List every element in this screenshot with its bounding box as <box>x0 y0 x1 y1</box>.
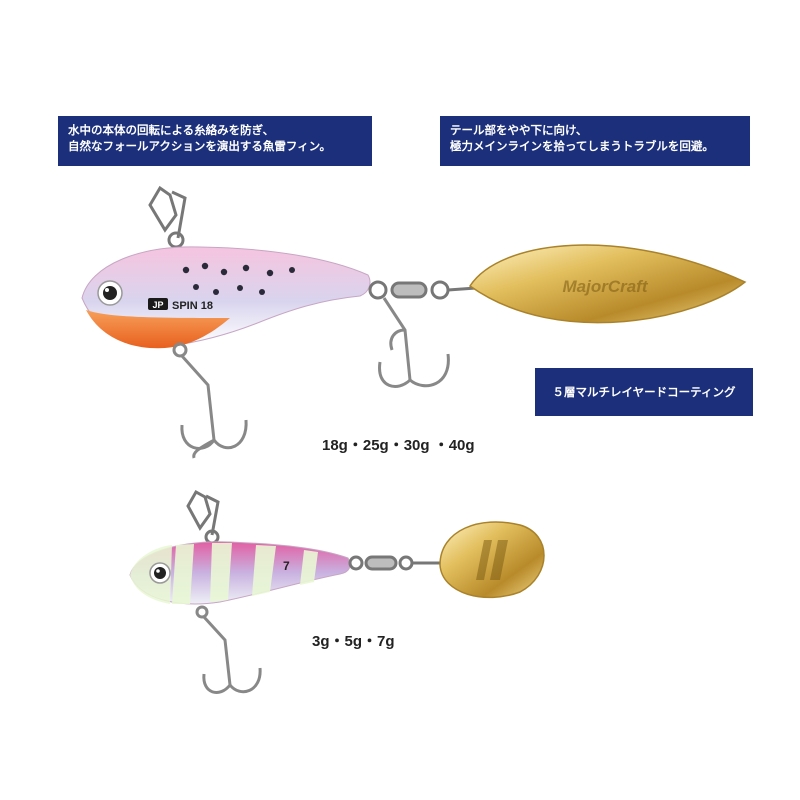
blade-brand: MajorCraft <box>562 277 648 296</box>
callout-tail: テール部をやや下に向け、 極力メインラインを拾ってしまうトラブルを回避。 <box>440 116 750 166</box>
lure-belly <box>86 310 230 349</box>
swivel-icon <box>368 280 477 300</box>
swivel-icon <box>348 555 442 571</box>
callout-fin-line2: 自然なフォールアクションを演出する魚雷フィン。 <box>68 139 332 153</box>
callout-tail-line1: テール部をやや下に向け、 <box>450 123 588 137</box>
lure-small: 7 <box>129 489 545 694</box>
weights-large: 18g・25g・30g ・40g <box>322 437 475 454</box>
eye-icon <box>149 562 171 584</box>
body-tag: JP <box>152 300 163 310</box>
treble-hook-icon <box>172 342 248 459</box>
body-spots <box>182 262 295 295</box>
body-number: 7 <box>283 559 290 573</box>
willow-blade <box>468 244 747 324</box>
callout-fin: 水中の本体の回転による糸絡みを防ぎ、 自然なフォールアクションを演出する魚雷フィ… <box>58 116 372 166</box>
callout-tail-line2: 極力メインラインを拾ってしまうトラブルを回避。 <box>450 139 714 153</box>
treble-hook-icon <box>195 605 262 694</box>
callout-coating-text: ５層マルチレイヤードコーティング <box>552 385 736 399</box>
snap-icon <box>186 489 220 545</box>
snap-icon <box>148 185 187 249</box>
blade-logo-icon <box>476 540 508 580</box>
treble-hook-icon <box>378 297 450 388</box>
colorado-blade <box>439 521 545 599</box>
callout-coating: ５層マルチレイヤードコーティング <box>535 368 753 416</box>
glow-stripes <box>172 543 318 604</box>
eye-icon <box>97 280 123 306</box>
callout-fin-line1: 水中の本体の回転による糸絡みを防ぎ、 <box>68 123 275 137</box>
lure-large: JP SPIN 18 MajorCraft <box>81 185 747 459</box>
weights-small: 3g・5g・7g <box>312 633 395 650</box>
model-label: SPIN 18 <box>172 300 213 312</box>
